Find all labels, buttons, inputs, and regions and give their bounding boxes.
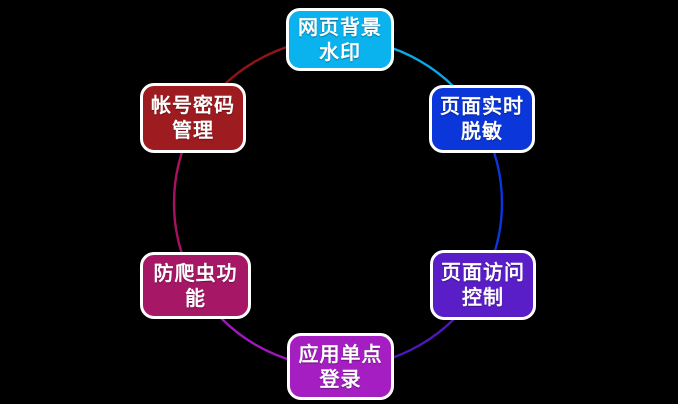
node-app-single-sign-on: 应用单点 登录 [287, 333, 394, 400]
node-label-line1: 页面实时 [440, 94, 524, 118]
node-page-access-control: 页面访问 控制 [430, 250, 536, 320]
node-web-background-watermark: 网页背景 水印 [286, 8, 394, 71]
node-label-line2: 控制 [462, 285, 504, 309]
node-account-password-management: 帐号密码 管理 [140, 83, 246, 153]
node-label-line2: 水印 [319, 39, 361, 64]
node-label-line1: 页面访问 [441, 260, 525, 284]
node-label-line2: 脱敏 [461, 119, 503, 143]
node-label-line1: 网页背景 [298, 14, 382, 39]
node-anti-crawler-function: 防爬虫功 能 [140, 252, 251, 319]
node-page-realtime-masking: 页面实时 脱敏 [429, 85, 535, 153]
node-label-line2: 登录 [319, 366, 362, 391]
node-label-line1: 防爬虫功 [153, 260, 238, 285]
node-label-line1: 帐号密码 [151, 93, 235, 117]
node-label-line2: 能 [185, 285, 206, 310]
node-label-line1: 应用单点 [298, 341, 383, 366]
node-label-line2: 管理 [172, 118, 214, 142]
